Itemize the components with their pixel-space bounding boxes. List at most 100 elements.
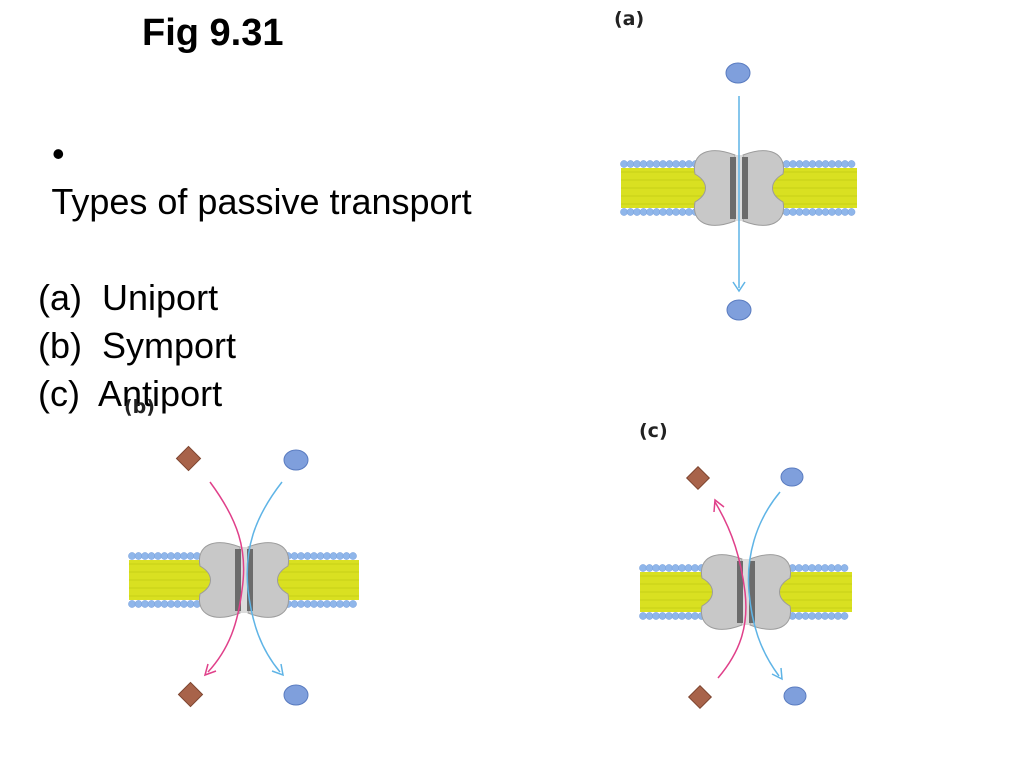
- lipid-head: [297, 600, 305, 608]
- lipid-head: [841, 208, 849, 216]
- lipid-head: [323, 552, 331, 560]
- item-antiport: (c) Antiport: [12, 370, 472, 418]
- transport-arrowhead-blue: [271, 663, 284, 677]
- ion-brown-bottom: [177, 681, 204, 708]
- panel-uniport: (a): [600, 0, 880, 340]
- lipid-head: [349, 552, 357, 560]
- lipid-head: [639, 208, 648, 216]
- channel-protein-left: [198, 542, 241, 618]
- lipid-head: [620, 160, 628, 168]
- lipid-head: [626, 160, 635, 168]
- lipid-head: [141, 600, 149, 608]
- lipid-head: [659, 208, 667, 216]
- panel-antiport: (c): [625, 412, 875, 722]
- bullet-line: • Types of passive transport: [12, 82, 471, 274]
- lipid-head: [645, 564, 654, 572]
- lipid-head: [671, 612, 680, 620]
- lipid-head: [684, 564, 693, 572]
- lipid-head: [128, 600, 136, 608]
- lipid-head: [639, 564, 647, 572]
- lipid-head: [685, 208, 693, 216]
- lipid-head: [808, 160, 817, 168]
- item-label: Symport: [102, 325, 237, 366]
- lipid-head: [652, 612, 660, 620]
- lipid-head: [678, 160, 687, 168]
- lipid-head: [814, 612, 823, 620]
- lipid-head: [840, 612, 849, 620]
- lipid-head: [167, 600, 175, 608]
- channel-wall-right: [247, 549, 253, 611]
- ion-blue-bottom: [726, 299, 752, 321]
- lipid-head: [665, 612, 673, 620]
- lipid-head: [336, 552, 344, 560]
- symport-diagram: [128, 445, 359, 708]
- lipid-head: [323, 600, 331, 608]
- lipid-head: [167, 552, 175, 560]
- lipid-head: [639, 160, 648, 168]
- channel-protein-right: [247, 542, 290, 618]
- transport-arrow-blue: [747, 491, 781, 677]
- lipid-head: [329, 600, 338, 608]
- lipid-head: [841, 160, 849, 168]
- ion-blue-bottom: [283, 684, 309, 706]
- lipid-head: [134, 600, 143, 608]
- lipid-head: [789, 160, 797, 168]
- lipid-head: [840, 564, 849, 572]
- lipid-head: [316, 552, 325, 560]
- lipid-head: [834, 208, 843, 216]
- lipid-head: [691, 612, 699, 620]
- lipid-head: [827, 612, 836, 620]
- channel-pore: [743, 559, 749, 625]
- ion-brown-bottom: [687, 684, 713, 710]
- lipid-head: [808, 564, 816, 572]
- lipid-head: [141, 552, 149, 560]
- lipid-head: [154, 600, 162, 608]
- membrane: [128, 542, 359, 618]
- channel-protein-left: [693, 150, 736, 226]
- lipid-head: [685, 160, 693, 168]
- lipid-head: [802, 208, 810, 216]
- lipid-head: [633, 208, 641, 216]
- lipid-head: [834, 612, 842, 620]
- lipid-head: [665, 208, 674, 216]
- lipid-head: [316, 600, 325, 608]
- channel-protein-right: [742, 150, 785, 226]
- item-prefix: (a): [38, 277, 82, 318]
- transport-arrowhead: [732, 281, 746, 293]
- lipid-head: [652, 564, 660, 572]
- ion-brown-top: [685, 465, 711, 491]
- lipid-head: [620, 208, 628, 216]
- lipid-head: [633, 160, 641, 168]
- lipid-head: [834, 160, 843, 168]
- channel-wall-right: [742, 157, 748, 219]
- lipid-head: [847, 160, 856, 168]
- item-label: Antiport: [98, 373, 223, 414]
- lipid-head: [186, 552, 195, 560]
- ion-blue-top: [283, 449, 309, 471]
- ion-blue-top: [780, 467, 804, 487]
- lipid-head: [821, 160, 830, 168]
- transport-arrowhead-pink: [203, 663, 217, 677]
- transport-arrow-pink: [714, 501, 747, 679]
- panel-label-b: (b): [124, 396, 155, 418]
- lipid-head: [342, 600, 351, 608]
- item-prefix: (b): [38, 325, 82, 366]
- transport-arrowhead-blue: [771, 667, 783, 681]
- lipid-head: [652, 208, 661, 216]
- lipid-head: [808, 208, 817, 216]
- ion-brown-top: [175, 445, 202, 472]
- transport-arrowhead-pink: [713, 498, 725, 513]
- lipid-head: [808, 612, 816, 620]
- lipid-head: [645, 612, 654, 620]
- lipid-head: [795, 208, 804, 216]
- lipid-head: [821, 564, 829, 572]
- lipid-head: [303, 552, 312, 560]
- channel-wall-left: [730, 157, 736, 219]
- lipid-head: [173, 600, 182, 608]
- lipid-head: [180, 552, 188, 560]
- lipid-head: [646, 160, 654, 168]
- lipid-head: [297, 552, 305, 560]
- lipid-head: [665, 564, 673, 572]
- lipid-head: [310, 600, 318, 608]
- lipid-head: [147, 552, 156, 560]
